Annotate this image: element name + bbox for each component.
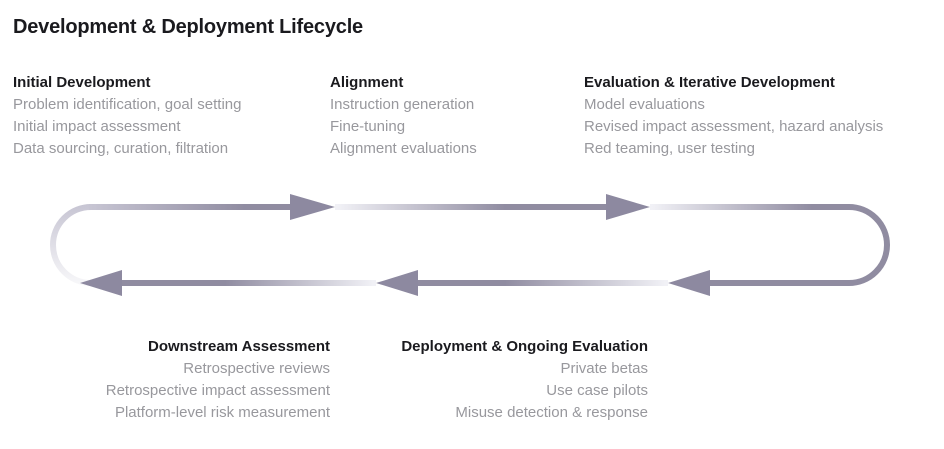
flow-arrowhead-right-2-icon (606, 194, 650, 220)
stage-heading: Evaluation & Iterative Development (584, 74, 835, 91)
stage-heading: Initial Development (13, 74, 151, 91)
stage-heading: Alignment (330, 74, 404, 91)
stage-heading: Downstream Assessment (147, 338, 330, 355)
stage-item: Retrospective impact assessment (105, 382, 330, 399)
stage-item: Retrospective reviews (183, 360, 330, 377)
stage-item: Alignment evaluations (330, 140, 477, 157)
loop-right-curve (710, 204, 890, 286)
stage-item: Use case pilots (546, 382, 648, 399)
loop-left-curve (50, 204, 120, 286)
stage-item: Initial impact assessment (13, 118, 181, 135)
stage-item: Red teaming, user testing (584, 140, 755, 157)
stage-item: Instruction generation (330, 96, 475, 113)
stage-evaluation-iterative-development: Evaluation & Iterative Development Model… (584, 72, 883, 160)
stage-heading: Deployment & Ongoing Evaluation (401, 338, 648, 355)
stage-item: Platform-level risk measurement (114, 404, 330, 421)
flow-arrowhead-right-1-icon (290, 194, 335, 220)
flow-arrowhead-left-2-icon (376, 270, 418, 296)
stage-item: Model evaluations (584, 96, 705, 113)
stage-downstream-assessment: Downstream Assessment Retrospective revi… (106, 336, 330, 424)
stage-item: Private betas (560, 360, 648, 377)
flow-arrowhead-left-1-icon (668, 270, 710, 296)
page-title: Development & Deployment Lifecycle (13, 16, 363, 38)
stage-item: Fine-tuning (330, 118, 406, 135)
stage-initial-development: Initial Development Problem identificati… (13, 72, 241, 160)
stage-alignment: Alignment Instruction generation Fine-tu… (330, 72, 477, 160)
stage-deployment-ongoing-evaluation: Deployment & Ongoing Evaluation Private … (401, 336, 648, 424)
stage-item: Misuse detection & response (455, 404, 648, 421)
stage-item: Problem identification, goal setting (13, 96, 242, 113)
flow-arrowhead-left-3-icon (80, 270, 122, 296)
stage-item: Data sourcing, curation, filtration (13, 140, 229, 157)
stage-item: Revised impact assessment, hazard analys… (584, 118, 884, 135)
